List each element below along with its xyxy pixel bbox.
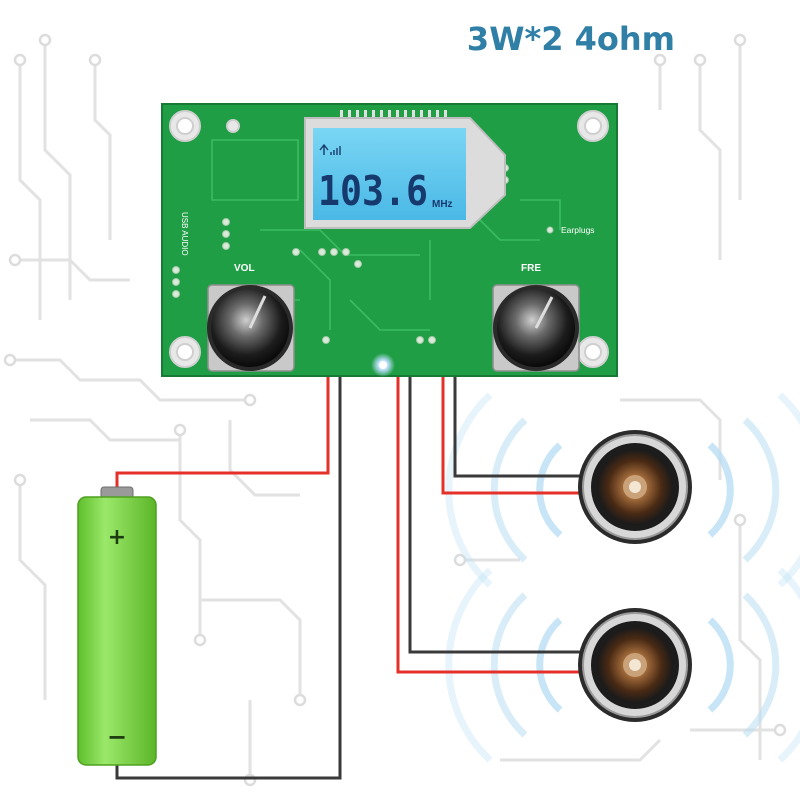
fre-label: FRE [521, 263, 541, 274]
circuit-pads [3, 33, 787, 787]
upper-speaker [578, 430, 692, 544]
battery-minus-label: − [107, 723, 127, 751]
frequency-knob[interactable] [492, 284, 580, 372]
lcd-frequency: 103.6 [318, 167, 428, 215]
circuit-background [10, 40, 780, 780]
upper-speaker-black-wire [453, 375, 580, 478]
usb-audio-label: USB AUDIO [180, 212, 189, 256]
signal-icon [319, 143, 341, 155]
battery: + − [77, 486, 157, 766]
wires [115, 375, 580, 780]
battery-plus-label: + [108, 525, 126, 550]
vol-label: VOL [234, 263, 255, 274]
battery-negative-wire [115, 375, 342, 780]
lcd-display: 103.6 MHz [304, 117, 506, 229]
volume-knob[interactable] [207, 284, 295, 372]
lcd-unit: MHz [432, 199, 453, 210]
power-spec-title: 3W*2 4ohm [467, 20, 675, 58]
lower-speaker-red-wire [396, 375, 580, 674]
lower-speaker-black-wire [408, 375, 580, 654]
fm-radio-board: 103.6 MHz Earplugs USB AUDIO VOL FRE [161, 103, 618, 377]
upper-speaker-red-wire [441, 375, 580, 495]
sound-waves-lower [445, 567, 800, 763]
lower-speaker [578, 608, 692, 722]
sound-waves-upper [445, 392, 800, 588]
earplugs-label: Earplugs [561, 225, 595, 235]
mounting-holes [169, 110, 609, 368]
battery-positive-wire [115, 375, 330, 490]
